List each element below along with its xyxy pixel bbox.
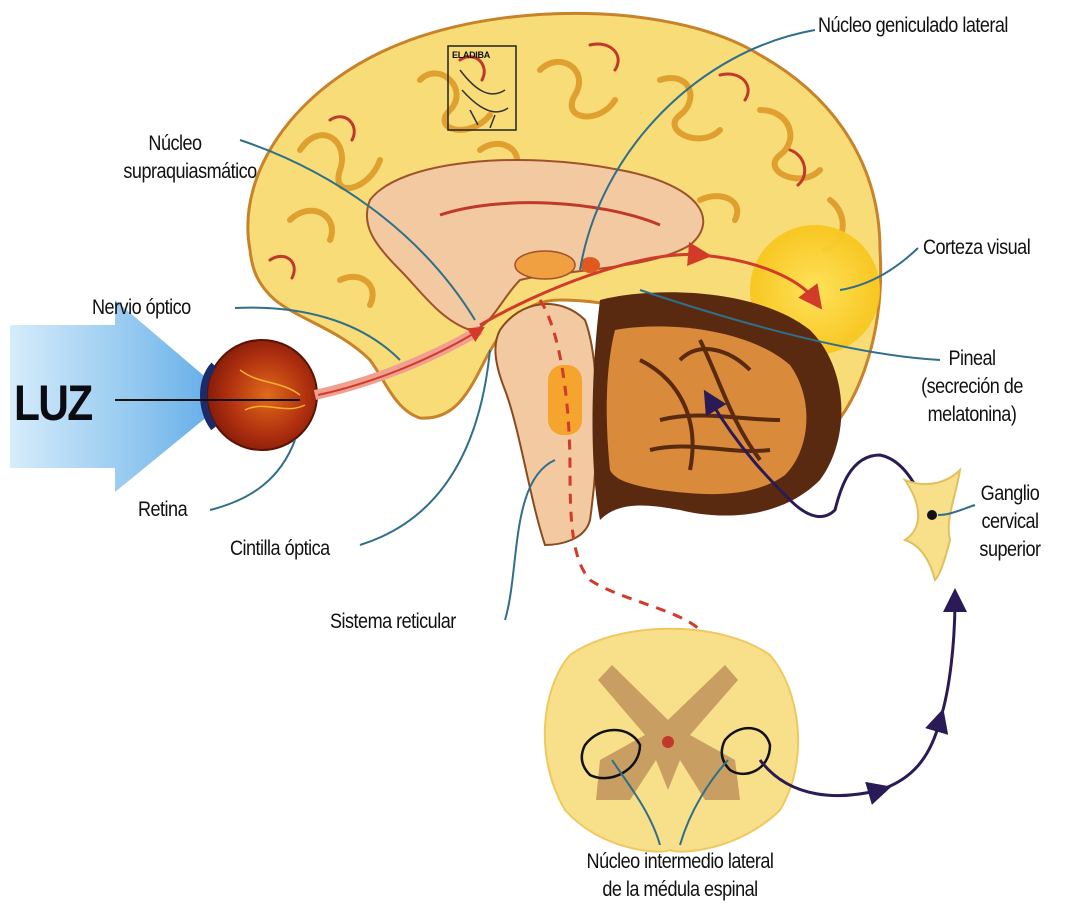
label-pineal-line3: melatonina) bbox=[912, 401, 1032, 429]
label-nucleo-intermedio-lateral: Núcleo intermedio lateral de la médula e… bbox=[542, 848, 817, 904]
label-cintilla-optica: Cintilla óptica bbox=[230, 535, 330, 563]
label-ganglio-cervical: Ganglio cervical superior bbox=[967, 480, 1053, 564]
label-ganglio-line1: Ganglio bbox=[967, 480, 1053, 508]
label-nucleo-intermedio-line1: Núcleo intermedio lateral bbox=[542, 848, 817, 876]
label-pineal-line1: Pineal bbox=[912, 345, 1032, 373]
spinal-cord-section bbox=[545, 629, 798, 852]
leader-retina bbox=[210, 440, 295, 510]
superior-cervical-ganglion bbox=[905, 470, 960, 580]
label-corteza-visual: Corteza visual bbox=[923, 234, 1030, 262]
eye bbox=[204, 340, 318, 450]
light-label: LUZ bbox=[14, 374, 92, 432]
label-nervio-optico: Nervio óptico bbox=[92, 294, 191, 322]
label-pineal-line2: (secreción de bbox=[912, 373, 1032, 401]
label-nucleo-intermedio-line2: de la médula espinal bbox=[542, 876, 817, 904]
label-nucleo-supra-line2: supraquiasmático bbox=[123, 158, 226, 186]
stamp-text: ELADIBA bbox=[452, 50, 490, 60]
label-nucleo-supraquiasmatico: Núcleo supraquiasmático bbox=[123, 130, 226, 186]
brainstem bbox=[495, 304, 597, 545]
cerebellum bbox=[593, 292, 842, 520]
label-retina: Retina bbox=[138, 496, 187, 524]
label-ganglio-line2: cervical bbox=[967, 508, 1053, 536]
label-ganglio-line3: superior bbox=[967, 536, 1053, 564]
label-nucleo-supra-line1: Núcleo bbox=[123, 130, 226, 158]
label-nucleo-geniculado: Núcleo geniculado lateral bbox=[818, 12, 1008, 40]
label-pineal: Pineal (secreción de melatonina) bbox=[912, 345, 1032, 429]
label-sistema-reticular: Sistema reticular bbox=[330, 608, 456, 636]
